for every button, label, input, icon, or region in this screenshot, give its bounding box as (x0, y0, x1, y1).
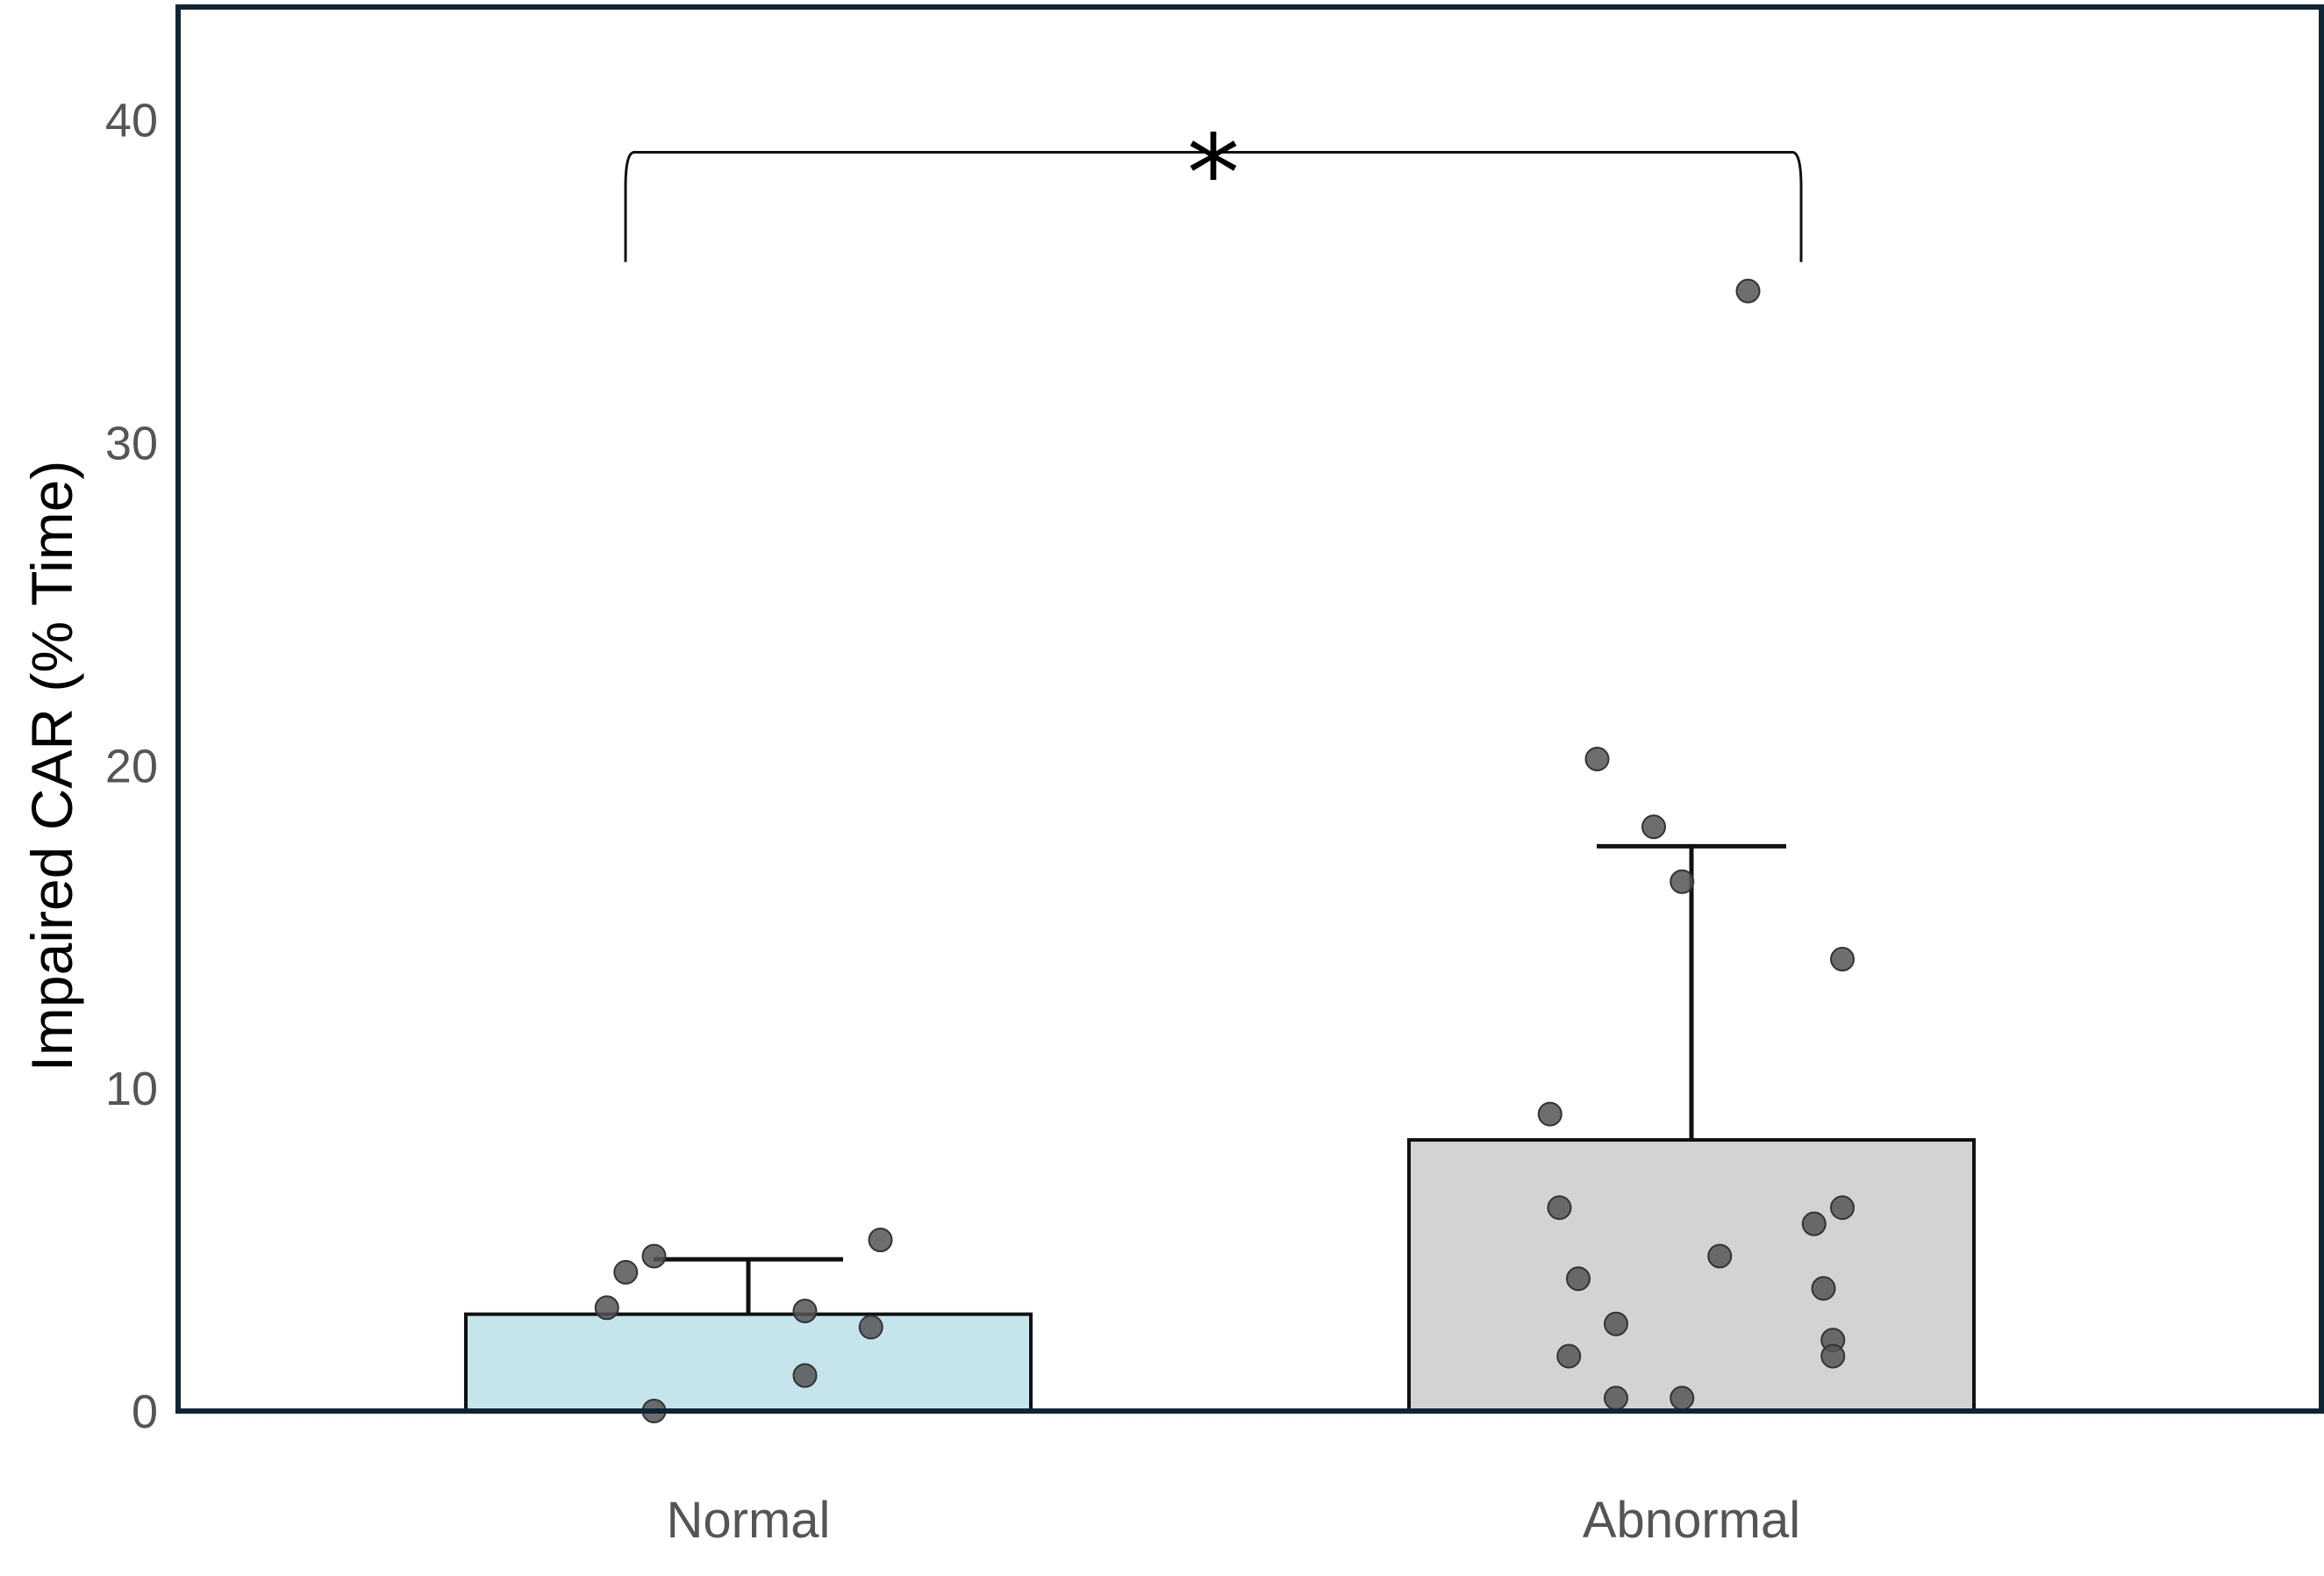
data-point (858, 1315, 883, 1340)
bars-layer (464, 1138, 1976, 1413)
points-layer (594, 278, 1855, 1423)
data-point (792, 1298, 818, 1323)
data-point (1801, 1211, 1827, 1236)
bar-normal (464, 1312, 1033, 1413)
bar-abnormal (1407, 1138, 1976, 1413)
data-point (1641, 814, 1666, 840)
data-point (613, 1259, 639, 1285)
plot-frame (175, 4, 2324, 1414)
y-axis-title: Impaired CAR (% Time) (19, 461, 84, 1072)
data-point (1584, 747, 1610, 772)
x-axis-labels: Normal Abnormal (667, 1492, 1801, 1549)
data-point (641, 1243, 667, 1269)
data-point (1811, 1276, 1836, 1301)
data-point (594, 1295, 619, 1321)
y-axis-ticks: 0 10 20 30 40 (105, 95, 158, 1438)
y-tick-label: 10 (105, 1063, 158, 1115)
y-tick-label: 40 (105, 95, 158, 147)
errorbars-layer (654, 843, 1786, 1315)
x-category-label: Abnormal (1583, 1492, 1800, 1549)
data-point (1537, 1101, 1562, 1127)
data-point (868, 1228, 893, 1253)
y-tick-label: 30 (105, 418, 158, 470)
data-point (1830, 947, 1855, 972)
significance-label: * (1187, 114, 1240, 236)
data-point (1604, 1311, 1628, 1336)
data-point (1547, 1195, 1572, 1221)
data-point (1670, 1386, 1695, 1411)
data-point (1670, 869, 1695, 894)
data-point (1556, 1343, 1582, 1369)
data-point (1830, 1195, 1855, 1221)
significance-bracket-layer (624, 151, 1803, 262)
data-point (1604, 1386, 1628, 1411)
significance-bracket (624, 151, 1803, 262)
data-point (1820, 1343, 1846, 1369)
data-point (792, 1363, 818, 1388)
data-point (1566, 1266, 1591, 1292)
x-category-label: Normal (667, 1492, 831, 1549)
y-tick-label: 20 (105, 740, 158, 792)
y-tick-label: 0 (132, 1386, 158, 1438)
data-point (1707, 1243, 1733, 1269)
data-point (1735, 278, 1761, 304)
